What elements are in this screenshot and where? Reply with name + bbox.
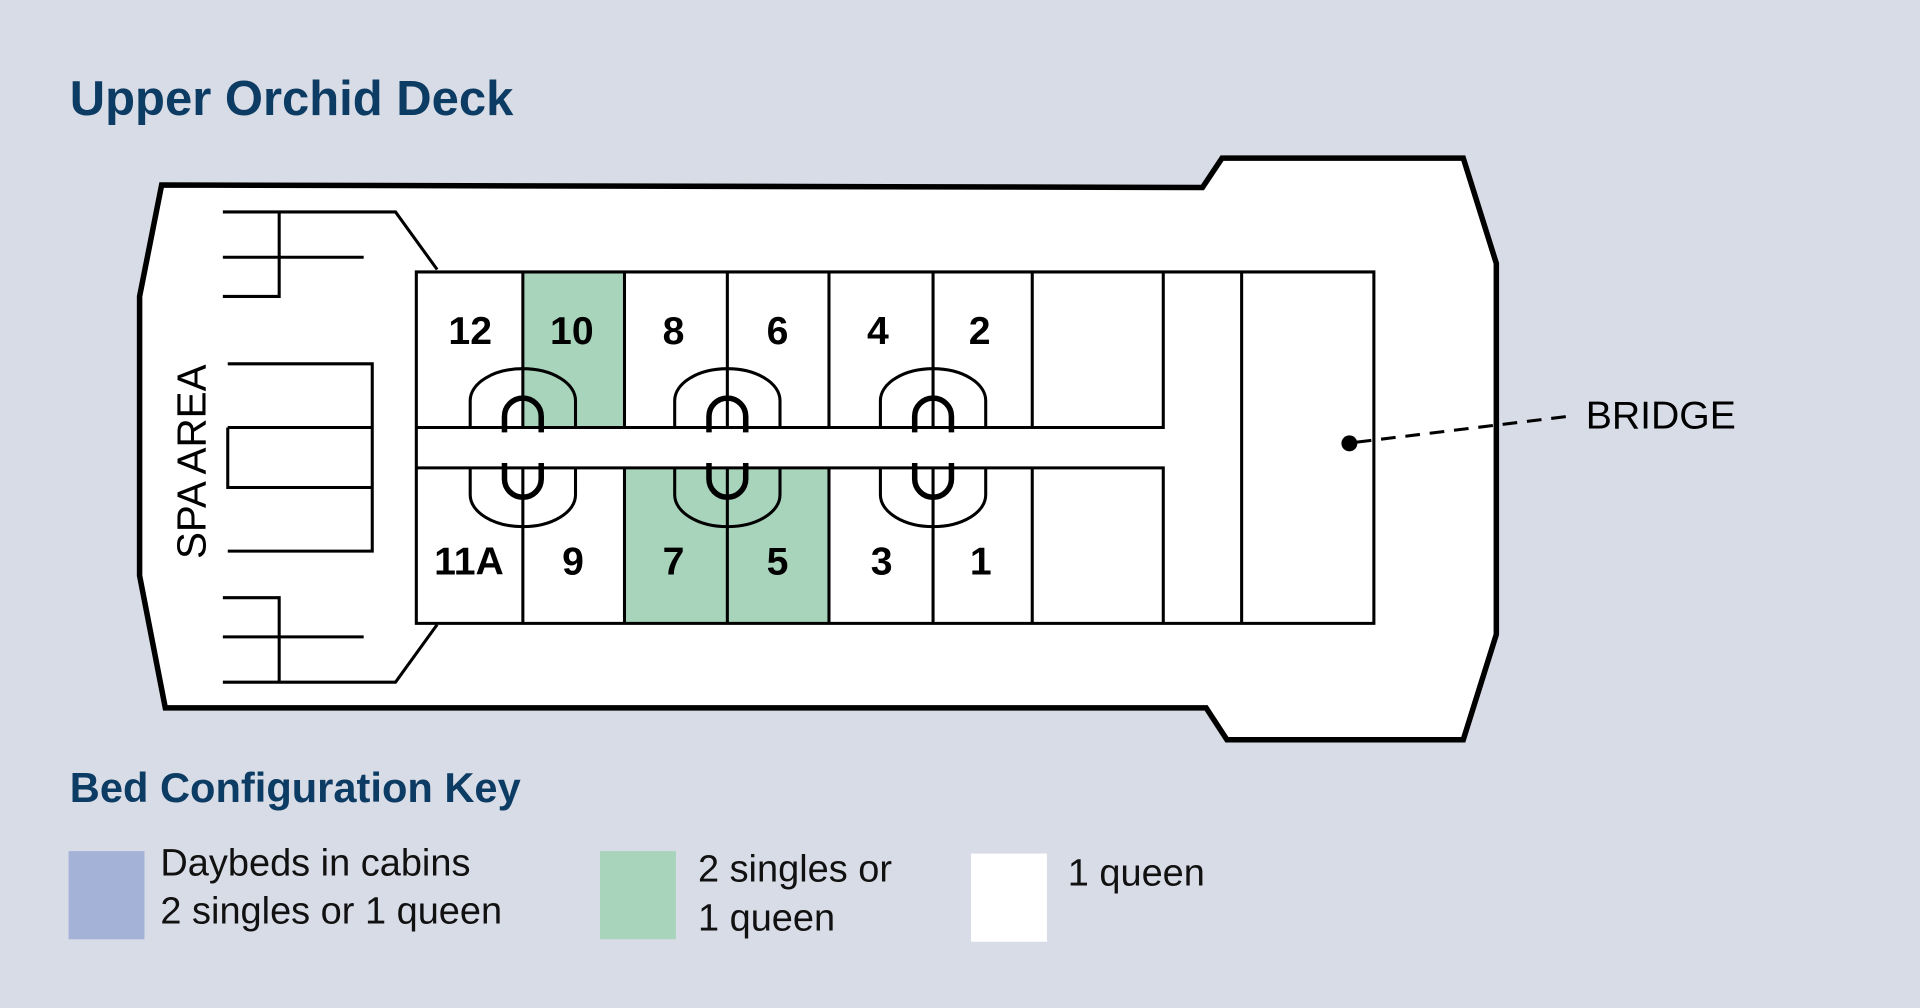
bed-configuration-key: Bed Configuration Key Daybeds in cabins … bbox=[68, 764, 1205, 942]
key-label-daybeds-line1: Daybeds in cabins bbox=[160, 843, 470, 885]
stairs bbox=[468, 367, 988, 529]
key-label-singles-line1: 2 singles or bbox=[698, 849, 892, 891]
cabin-10-fill bbox=[522, 271, 625, 428]
cabin-12[interactable]: 12 bbox=[448, 310, 492, 353]
key-swatch-singles bbox=[600, 851, 676, 940]
cabin-4[interactable]: 4 bbox=[867, 310, 889, 353]
spa-area-label: SPA AREA bbox=[169, 364, 215, 559]
cabin-3[interactable]: 3 bbox=[871, 540, 893, 583]
key-label-daybeds-line2: 2 singles or 1 queen bbox=[160, 890, 502, 932]
cabin-10[interactable]: 10 bbox=[550, 310, 594, 353]
cabin-9[interactable]: 9 bbox=[562, 540, 584, 583]
key-label-singles-line2: 1 queen bbox=[698, 898, 835, 940]
cabin-2[interactable]: 2 bbox=[969, 310, 991, 353]
cabin-6[interactable]: 6 bbox=[767, 310, 789, 353]
cabin-numbers-top: 12 10 8 6 4 2 bbox=[448, 310, 990, 353]
key-label-queen: 1 queen bbox=[1068, 852, 1205, 894]
staircase-2 bbox=[673, 367, 782, 529]
staircase-1 bbox=[468, 367, 578, 529]
key-title: Bed Configuration Key bbox=[70, 764, 521, 811]
bridge-marker bbox=[1341, 435, 1358, 452]
key-swatch-daybeds bbox=[68, 851, 145, 940]
bridge-callout: BRIDGE bbox=[1341, 395, 1736, 452]
key-swatch-queen bbox=[971, 853, 1047, 942]
cabin-5[interactable]: 5 bbox=[767, 540, 789, 583]
bridge-leader-line bbox=[1356, 414, 1568, 444]
cabin-11a[interactable]: 11A bbox=[434, 540, 504, 583]
cabin-numbers-bottom: 11A 9 7 5 3 1 bbox=[434, 540, 992, 583]
page-title: Upper Orchid Deck bbox=[70, 72, 514, 126]
spa-area: SPA AREA bbox=[169, 210, 439, 684]
cabin-1[interactable]: 1 bbox=[970, 540, 992, 583]
cabin-8[interactable]: 8 bbox=[663, 310, 685, 353]
bridge-label: BRIDGE bbox=[1586, 395, 1736, 438]
staircase-3 bbox=[878, 367, 988, 529]
cabin-block bbox=[414, 270, 1376, 625]
cabin-7[interactable]: 7 bbox=[663, 540, 685, 583]
